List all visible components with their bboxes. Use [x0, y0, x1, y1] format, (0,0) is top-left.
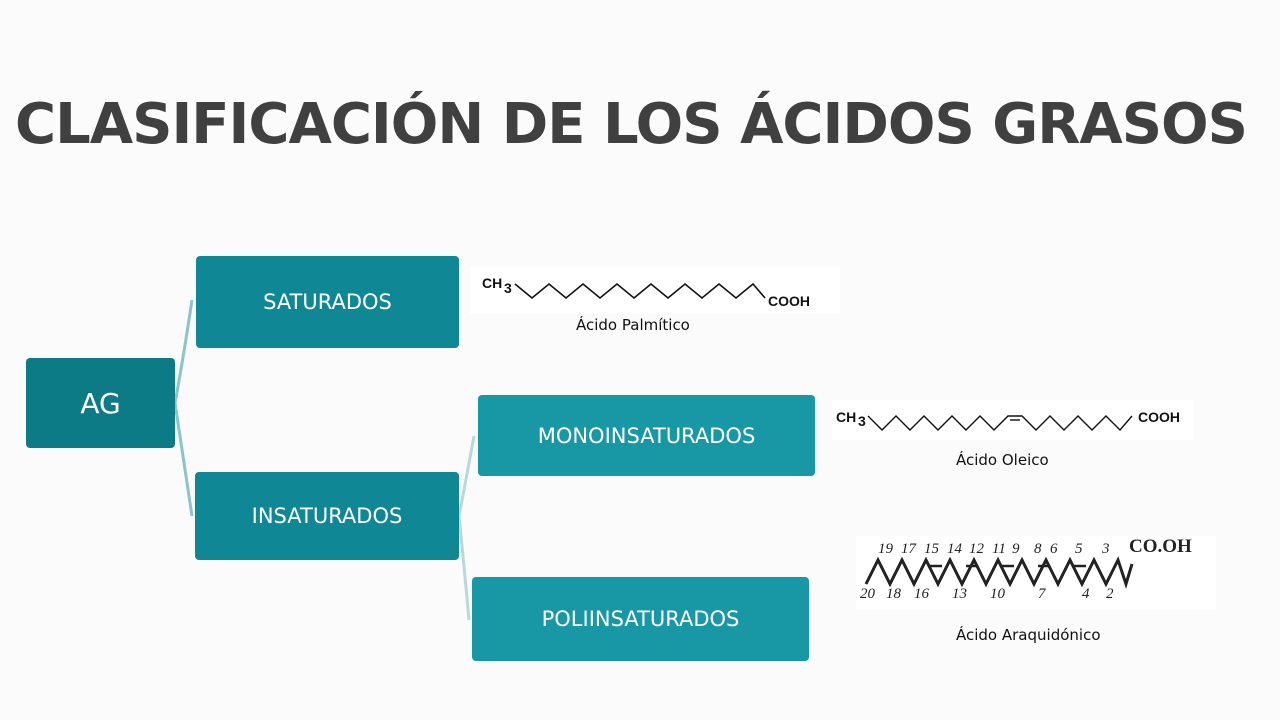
svg-text:7: 7 [1038, 586, 1047, 602]
svg-text:8: 8 [1034, 541, 1042, 557]
node-monoinsaturados: MONOINSATURADOS [478, 395, 815, 476]
svg-text:13: 13 [952, 586, 967, 602]
svg-text:11: 11 [992, 541, 1006, 557]
palmitic-caption: Ácido Palmítico [576, 316, 690, 334]
arachidonic-caption: Ácido Araquidónico [956, 626, 1101, 644]
arachidonic-chain [864, 556, 1134, 589]
svg-text:6: 6 [1050, 541, 1058, 557]
connector-ins-mono [457, 435, 476, 517]
svg-text:15: 15 [924, 541, 940, 557]
svg-text:12: 12 [969, 541, 985, 557]
node-insaturados: INSATURADOS [195, 472, 459, 560]
svg-text:5: 5 [1075, 541, 1083, 557]
svg-text:4: 4 [1082, 586, 1090, 602]
page-title: CLASIFICACIÓN DE LOS ÁCIDOS GRASOS [15, 92, 1248, 157]
svg-text:17: 17 [901, 541, 918, 557]
palmitic-chain [514, 282, 766, 300]
svg-text:14: 14 [947, 541, 963, 557]
svg-text:20: 20 [860, 586, 876, 602]
svg-text:3: 3 [1101, 541, 1110, 557]
arachidonic-cooh-label: CO.OH [1129, 536, 1192, 557]
svg-text:2: 2 [1106, 586, 1114, 602]
palmitic-ch-label: CH [482, 275, 502, 291]
oleic-acid-structure: CH 3 COOH [832, 400, 1194, 440]
palmitic-acid-structure: CH 3 COOH [470, 266, 840, 314]
arachidonic-top-numbers: 19 17 15 14 12 11 9 8 6 5 3 [878, 541, 1110, 557]
node-poliinsaturados: POLIINSATURADOS [472, 577, 809, 661]
svg-text:10: 10 [990, 586, 1006, 602]
svg-text:9: 9 [1012, 541, 1020, 557]
arachidonic-acid-structure: 19 17 15 14 12 11 9 8 6 5 3 CO.OH 20 18 … [856, 536, 1216, 610]
palmitic-cooh-label: COOH [768, 293, 810, 309]
connector-root-saturados [173, 299, 194, 404]
svg-text:18: 18 [886, 586, 902, 602]
arachidonic-bottom-numbers: 20 18 16 13 10 7 4 2 [860, 586, 1114, 602]
oleic-cooh-label: COOH [1138, 409, 1180, 425]
palmitic-subscript: 3 [504, 280, 512, 296]
oleic-caption: Ácido Oleico [956, 451, 1049, 469]
node-saturados: SATURADOS [196, 256, 459, 348]
svg-text:19: 19 [878, 541, 894, 557]
oleic-chain [867, 415, 1133, 432]
oleic-subscript: 3 [858, 413, 866, 429]
svg-text:16: 16 [914, 586, 930, 602]
oleic-ch-label: CH [836, 409, 856, 425]
connector-root-insaturados [173, 402, 194, 517]
root-node-ag: AG [26, 358, 175, 448]
connector-ins-poli [457, 515, 471, 621]
